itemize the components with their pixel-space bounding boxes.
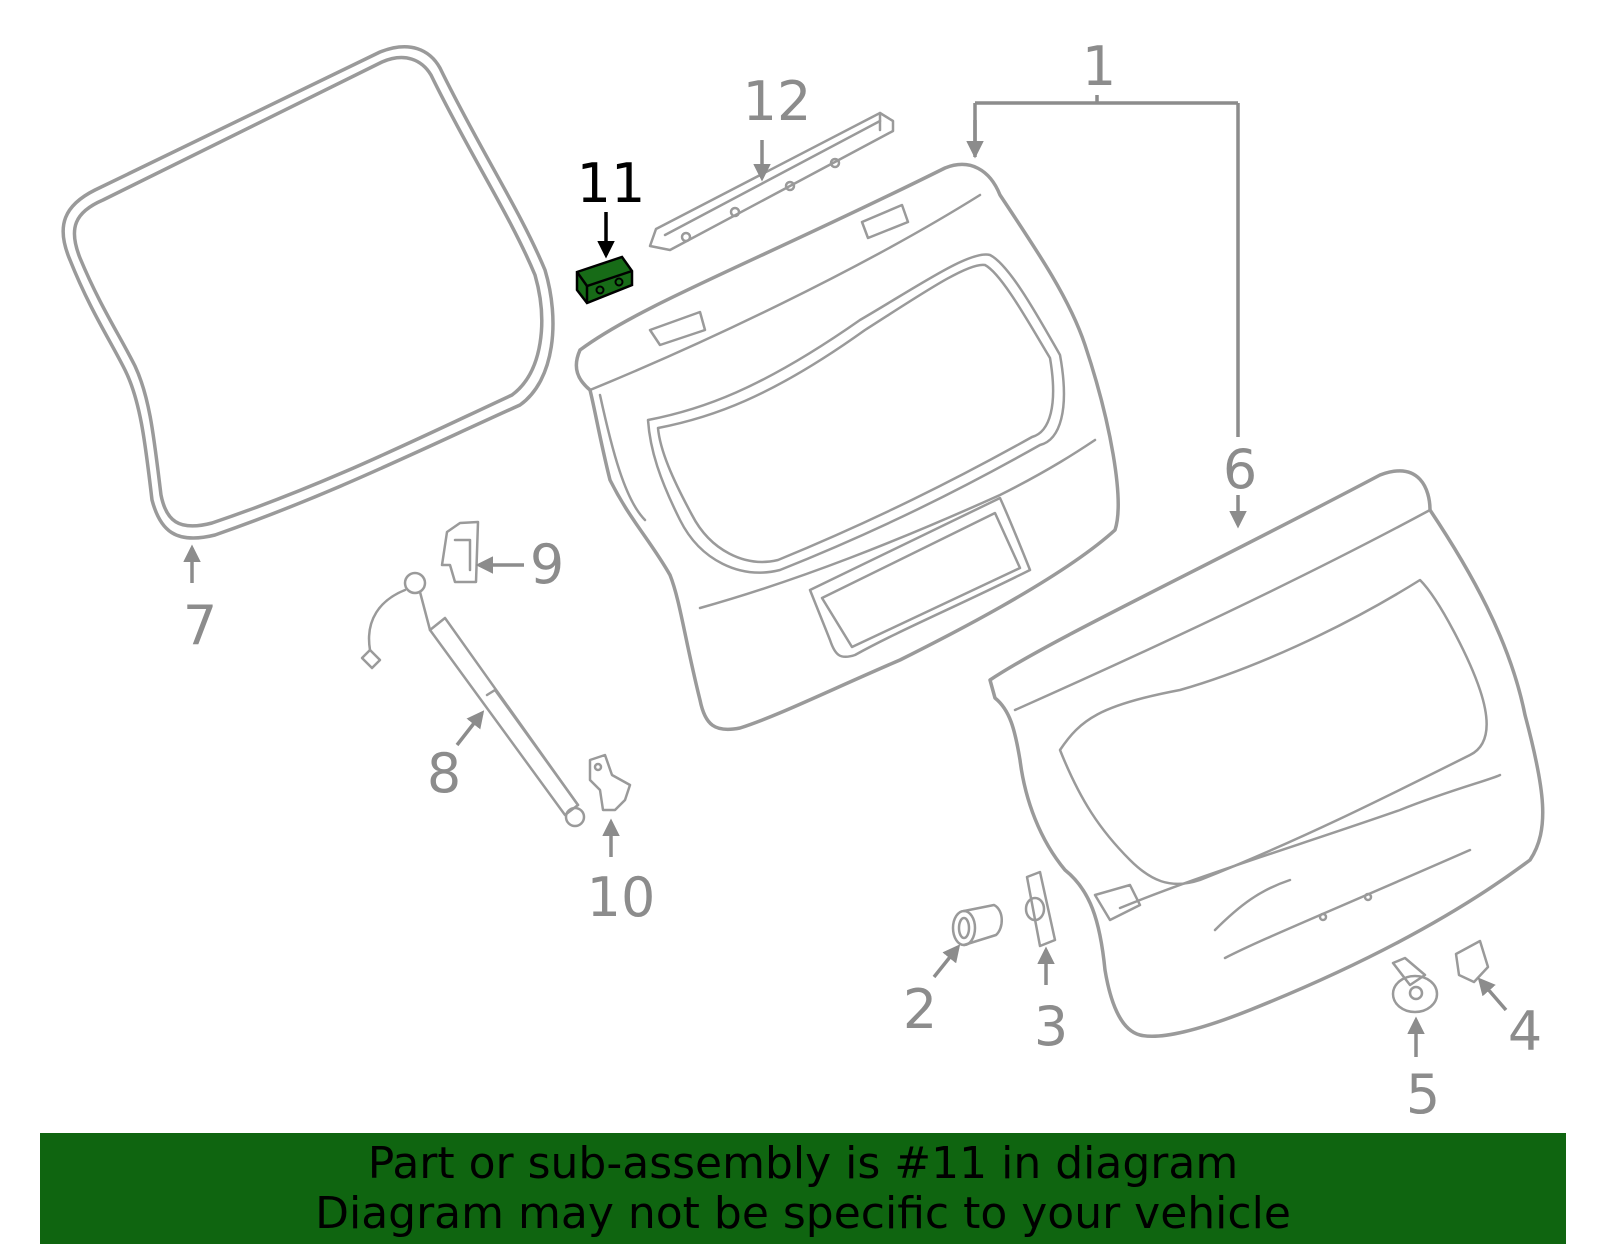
callout-7: 7 [183, 594, 217, 657]
callout-12: 12 [743, 70, 812, 133]
info-banner: Part or sub-assembly is #11 in diagram D… [40, 1133, 1566, 1244]
callout-9: 9 [530, 533, 564, 596]
part-4-clip [1454, 939, 1490, 984]
part-2-bumper [951, 903, 1003, 947]
callout-2: 2 [903, 978, 937, 1041]
callout-4: 4 [1508, 1000, 1542, 1063]
callout-1: 1 [1082, 35, 1116, 98]
part-6-liftgate-outer [988, 469, 1545, 1039]
banner-line-part-number: Part or sub-assembly is #11 in diagram [367, 1137, 1239, 1189]
part-11-highlighted [575, 255, 634, 305]
callout-5: 5 [1406, 1063, 1440, 1120]
parts-diagram: 1 2 3 4 5 6 7 8 9 10 11 12 [61, 35, 1545, 1120]
callout-numbers: 1 2 3 4 5 6 7 8 9 10 11 12 [183, 35, 1542, 1120]
part-9-bracket [440, 520, 480, 584]
callout-6: 6 [1223, 438, 1257, 501]
callout-10: 10 [587, 866, 656, 929]
leader-lines [183, 95, 1508, 1057]
part-12-garnish-strip [648, 111, 895, 252]
part-10-hinge [588, 753, 632, 812]
part-1-liftgate-panel [574, 162, 1120, 732]
banner-line-disclaimer: Diagram may not be specific to your vehi… [315, 1187, 1291, 1239]
callout-11-highlighted: 11 [577, 152, 646, 215]
part-5-grommet [1391, 956, 1439, 1014]
callout-8: 8 [427, 742, 461, 805]
part-7-weatherstrip [61, 45, 555, 540]
part-3-latch-plate [1024, 870, 1057, 948]
callout-3: 3 [1034, 995, 1068, 1058]
part-8-power-strut [360, 571, 586, 828]
